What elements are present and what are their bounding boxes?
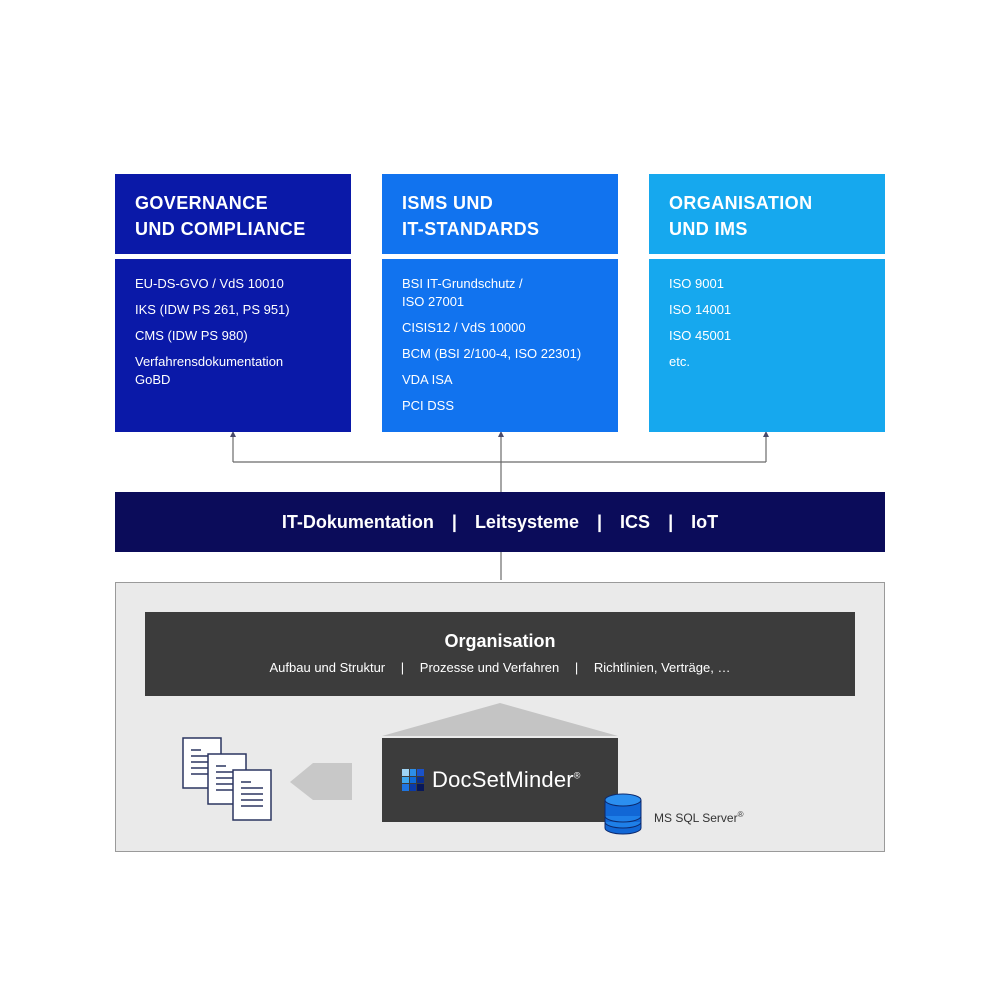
box-list-item: ISO 9001 xyxy=(669,276,724,291)
box-list-item: BCM (BSI 2/100-4, ISO 22301) xyxy=(402,346,582,361)
box-list-item: ISO 14001 xyxy=(669,302,732,317)
band-separator: | xyxy=(668,511,674,532)
box-title-line2: UND IMS xyxy=(669,219,748,239)
box-list-item: PCI DSS xyxy=(402,398,455,413)
band-item-iot: IoT xyxy=(691,511,719,532)
left-arrow-icon xyxy=(290,763,352,800)
box-divider xyxy=(115,254,351,259)
box-list-item: VDA ISA xyxy=(402,372,453,387)
box-header: GOVERNANCE UND COMPLIANCE xyxy=(115,174,351,254)
box-title-line2: IT-STANDARDS xyxy=(402,219,540,239)
band-separator: | xyxy=(597,511,603,532)
box-header: ORGANISATION UND IMS xyxy=(649,174,885,254)
box-list-item: BSI IT-Grundschutz / ISO 27001 xyxy=(402,276,523,309)
box-list-item: ISO 45001 xyxy=(669,328,732,343)
box-title-line1: ORGANISATION xyxy=(669,193,813,213)
documents-icon xyxy=(182,737,272,821)
pixel-grid-logo xyxy=(402,769,424,791)
organisation-block: Organisation Aufbau und Struktur | Proze… xyxy=(145,612,855,696)
organisation-title: Organisation xyxy=(444,631,556,651)
box-list-item: IKS (IDW PS 261, PS 951) xyxy=(135,302,290,317)
band-separator: | xyxy=(451,511,457,532)
box-list-item: CISIS12 / VdS 10000 xyxy=(402,320,526,335)
band-item-ics: ICS xyxy=(620,511,651,532)
org-separator: | xyxy=(400,660,405,675)
band-item-it-dokumentation: IT-Dokumentation xyxy=(281,511,434,532)
product-name: DocSetMinder® xyxy=(432,767,581,792)
box-list-item: etc. xyxy=(669,354,690,369)
box-divider xyxy=(649,254,885,259)
org-item-aufbau: Aufbau und Struktur xyxy=(269,660,386,675)
box-list-item: Verfahrensdokumentation GoBD xyxy=(135,354,284,387)
org-separator: | xyxy=(574,660,579,675)
box-list-item: EU-DS-GVO / VdS 10010 xyxy=(135,276,284,291)
it-systems-band: IT-Dokumentation | Leitsysteme | ICS | I… xyxy=(115,492,885,552)
box-list-item: CMS (IDW PS 980) xyxy=(135,328,248,343)
database-icon xyxy=(604,793,642,835)
arrowhead-right xyxy=(763,431,769,437)
roof-shape xyxy=(382,703,618,736)
org-item-prozesse: Prozesse und Verfahren xyxy=(419,660,560,675)
box-title-line1: GOVERNANCE xyxy=(135,193,269,213)
box-header: ISMS UND IT-STANDARDS xyxy=(382,174,618,254)
isms-it-standards-box: ISMS UND IT-STANDARDS BSI IT-Grundschutz… xyxy=(382,174,618,432)
band-item-leitsysteme: Leitsysteme xyxy=(474,511,579,532)
docsetminder-block: DocSetMinder® xyxy=(382,738,618,822)
box-title-line1: ISMS UND xyxy=(402,193,494,213)
organisation-subitems: Aufbau und Struktur | Prozesse und Verfa… xyxy=(145,660,855,675)
database-label: MS SQL Server® xyxy=(654,810,744,825)
org-item-richtlinien: Richtlinien, Verträge, … xyxy=(593,660,731,675)
box-title-line2: UND COMPLIANCE xyxy=(135,219,306,239)
arrowhead-left xyxy=(230,431,236,437)
governance-compliance-box: GOVERNANCE UND COMPLIANCE EU-DS-GVO / Vd… xyxy=(115,174,351,432)
arrowhead-center xyxy=(498,431,504,437)
box-divider xyxy=(382,254,618,259)
